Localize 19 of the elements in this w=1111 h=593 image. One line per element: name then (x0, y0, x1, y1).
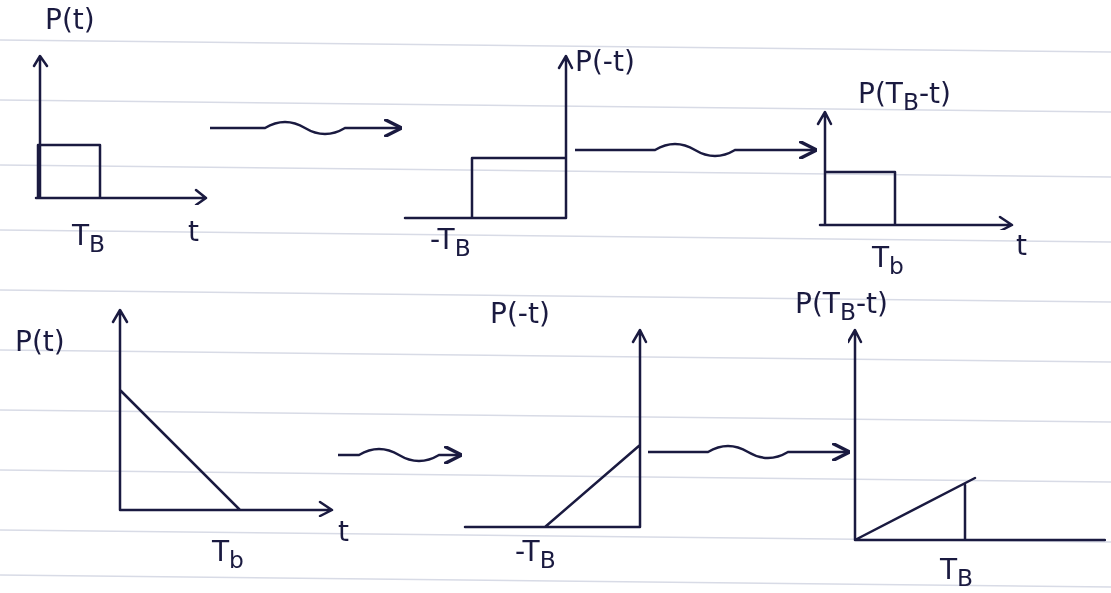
arrow (338, 444, 464, 466)
tick-label: T$_{B}$ (72, 222, 106, 256)
arrow (648, 441, 852, 463)
tick-label: T$_{b}$ (212, 538, 244, 572)
tick-label: -T$_{B}$ (515, 538, 556, 572)
tick-label: -T$_{B}$ (430, 226, 471, 260)
axis-label: t (338, 518, 349, 546)
axis-label: P(t) (45, 6, 95, 34)
tick-label: T$_{B}$ (940, 556, 974, 590)
axis-label: P(t) (15, 328, 65, 356)
arrow (210, 117, 404, 139)
axis-label: P(T$_{B}$-t) (858, 80, 951, 114)
tick-label: T$_{b}$ (872, 244, 904, 278)
axis-label: P(-t) (575, 48, 635, 76)
axis-label: P(-t) (490, 300, 550, 328)
arrow (575, 139, 819, 161)
axis-label: P(T$_{B}$-t) (795, 290, 888, 324)
axis-label: t (188, 218, 199, 246)
axis-label: t (1016, 232, 1027, 260)
